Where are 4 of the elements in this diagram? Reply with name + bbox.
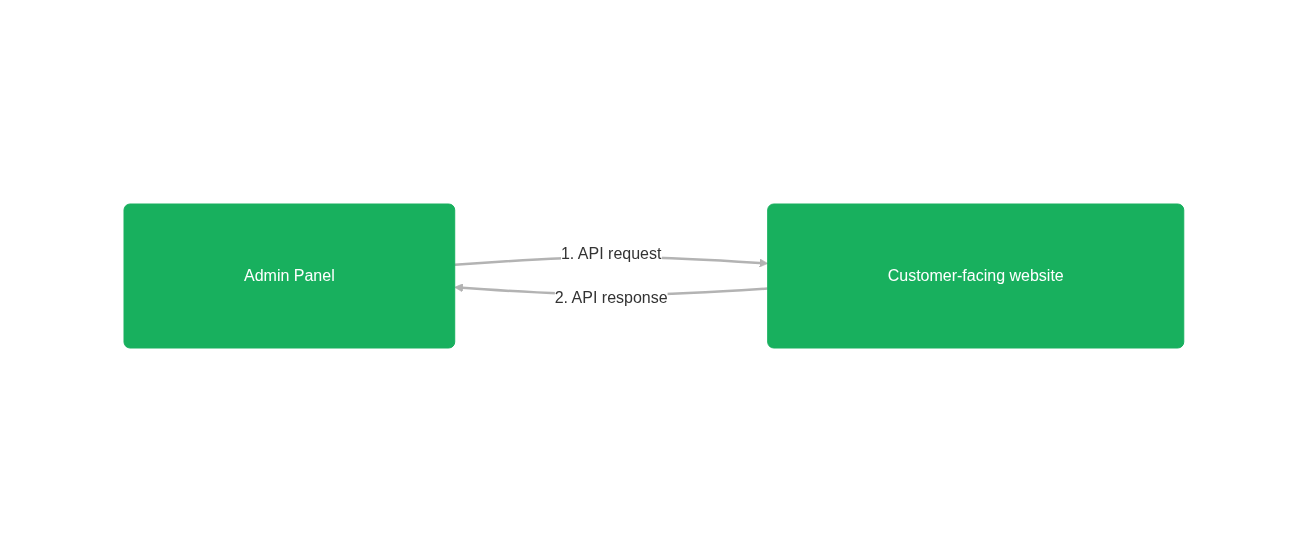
node-box: Customer-facing website xyxy=(766,203,1184,348)
node-box: Admin Panel xyxy=(123,203,455,348)
edge-label: 1. API request xyxy=(560,244,662,262)
edge-label: 2. API response xyxy=(554,288,668,306)
